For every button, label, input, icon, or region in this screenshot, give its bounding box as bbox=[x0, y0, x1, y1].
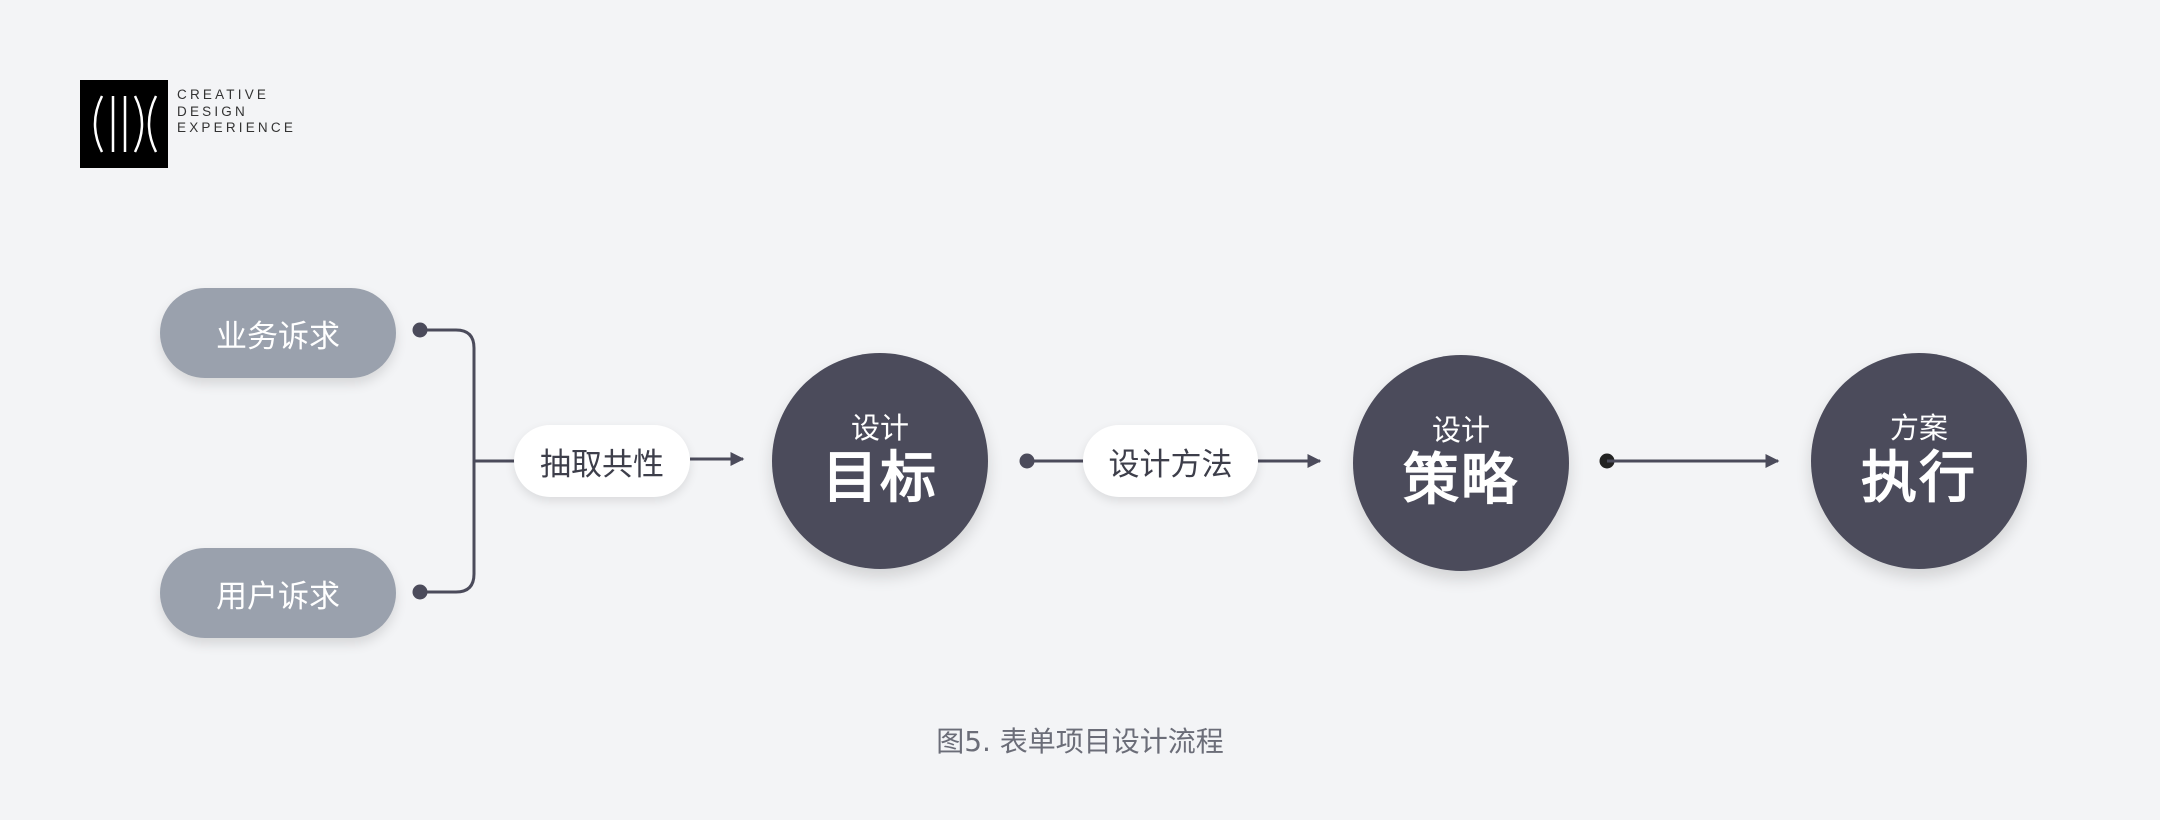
business-needs-pill: 业务诉求 bbox=[160, 288, 396, 378]
node-plan-execution: 方案 执行 bbox=[1811, 353, 2027, 569]
logo-line-3: EXPERIENCE bbox=[177, 120, 297, 135]
logo-line-1: CREATIVE bbox=[177, 87, 270, 102]
node-big-label: 目标 bbox=[822, 446, 938, 511]
bracket-line bbox=[420, 328, 476, 594]
node-big-label: 执行 bbox=[1861, 446, 1977, 511]
node-small-label: 设计 bbox=[850, 411, 909, 445]
extract-common-label: 抽取共性 bbox=[514, 425, 690, 497]
node-design-strategy: 设计 策略 bbox=[1353, 355, 1569, 571]
node-small-label: 设计 bbox=[1431, 413, 1490, 447]
logo-text: CREATIVE DESIGN EXPERIENCE bbox=[177, 87, 296, 137]
node-small-label: 方案 bbox=[1889, 411, 1948, 445]
node-big-label: 策略 bbox=[1403, 448, 1519, 513]
user-needs-pill: 用户诉求 bbox=[160, 548, 396, 638]
figure-caption: 图5. 表单项目设计流程 bbox=[936, 725, 1224, 758]
logo-line-2: DESIGN bbox=[177, 103, 248, 119]
node-design-goal: 设计 目标 bbox=[772, 353, 988, 569]
design-method-label: 设计方法 bbox=[1083, 425, 1258, 497]
logo-mark-icon bbox=[80, 80, 168, 168]
